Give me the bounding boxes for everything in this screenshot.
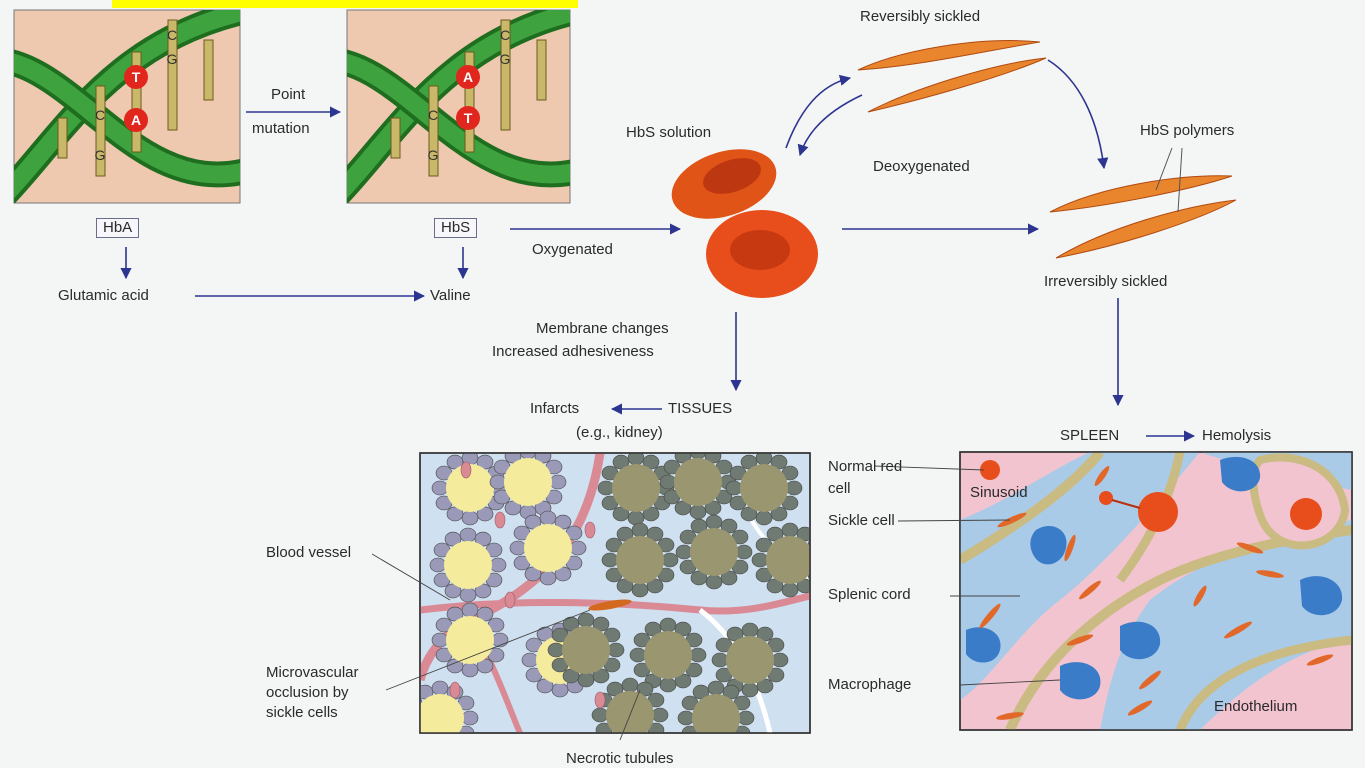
base-letter: G (167, 51, 178, 67)
sickle-cell-label: Sickle cell (828, 512, 895, 530)
base-letter: A (463, 69, 473, 85)
oxygenated-label: Oxygenated (532, 241, 613, 259)
normal-red-cell (1290, 498, 1322, 530)
base-letter: G (500, 51, 511, 67)
base-letter: A (131, 112, 141, 128)
hbs-label: HbS (434, 218, 477, 238)
base-letter: G (95, 147, 106, 163)
irreversibly-sickled-label: Irreversibly sickled (1044, 273, 1167, 291)
normal-red-cell-label-line1: Normal red (828, 458, 902, 476)
irreversibly-sickled-cells (1050, 148, 1236, 258)
hbs-solution-cells (663, 137, 818, 298)
macrophage-label: Macrophage (828, 676, 911, 694)
base-letter: T (132, 69, 141, 85)
microvascular-label-line1: Microvascular (266, 664, 359, 682)
spleen-label: SPLEEN (1060, 427, 1119, 445)
hbs-solution-label: HbS solution (626, 124, 711, 142)
microvascular-label-line3: sickle cells (266, 704, 338, 722)
base-letter: C (167, 27, 177, 43)
membrane-changes-label: Membrane changes (536, 320, 669, 338)
endothelium-label: Endothelium (1214, 698, 1297, 716)
tissues-label: TISSUES (668, 400, 732, 418)
reversibly-sickled-label: Reversibly sickled (860, 8, 980, 26)
base-letter: G (428, 147, 439, 163)
hbs-polymers-label: HbS polymers (1140, 122, 1234, 140)
hemolysis-label: Hemolysis (1202, 427, 1271, 445)
splenic-cord-label: Splenic cord (828, 586, 911, 604)
increased-adhesiveness-label: Increased adhesiveness (492, 343, 654, 361)
necrotic-tubules-label: Necrotic tubules (566, 750, 674, 768)
dna-panel-hba: T A C G C G (0, 10, 250, 203)
microvascular-label-line2: occlusion by (266, 684, 349, 702)
mutation-label: mutation (252, 120, 310, 138)
infarcts-label: Infarcts (530, 400, 579, 418)
dna-panel-hbs: A T C G C G (333, 10, 583, 203)
hba-label: HbA (96, 218, 139, 238)
normal-red-cell-label-line2: cell (828, 480, 851, 498)
kidney-tissue-panel (402, 445, 828, 755)
kidney-example-label: (e.g., kidney) (576, 424, 663, 442)
flow-arrows (126, 60, 1194, 436)
normal-red-cell (1138, 492, 1178, 532)
reversibly-sickled-cells (858, 41, 1046, 112)
blood-vessel-label: Blood vessel (266, 544, 351, 562)
arrow-reversible-up (786, 78, 850, 148)
base-letter: C (95, 107, 105, 123)
point-label: Point (271, 86, 305, 104)
deoxygenated-label: Deoxygenated (873, 158, 970, 176)
valine-label: Valine (430, 287, 471, 305)
arrow-to-irreversible (1048, 60, 1104, 168)
base-letter: C (500, 27, 510, 43)
base-letter: C (428, 107, 438, 123)
glutamic-acid-label: Glutamic acid (58, 287, 149, 305)
sinusoid-label: Sinusoid (970, 484, 1028, 502)
base-letter: T (464, 110, 473, 126)
